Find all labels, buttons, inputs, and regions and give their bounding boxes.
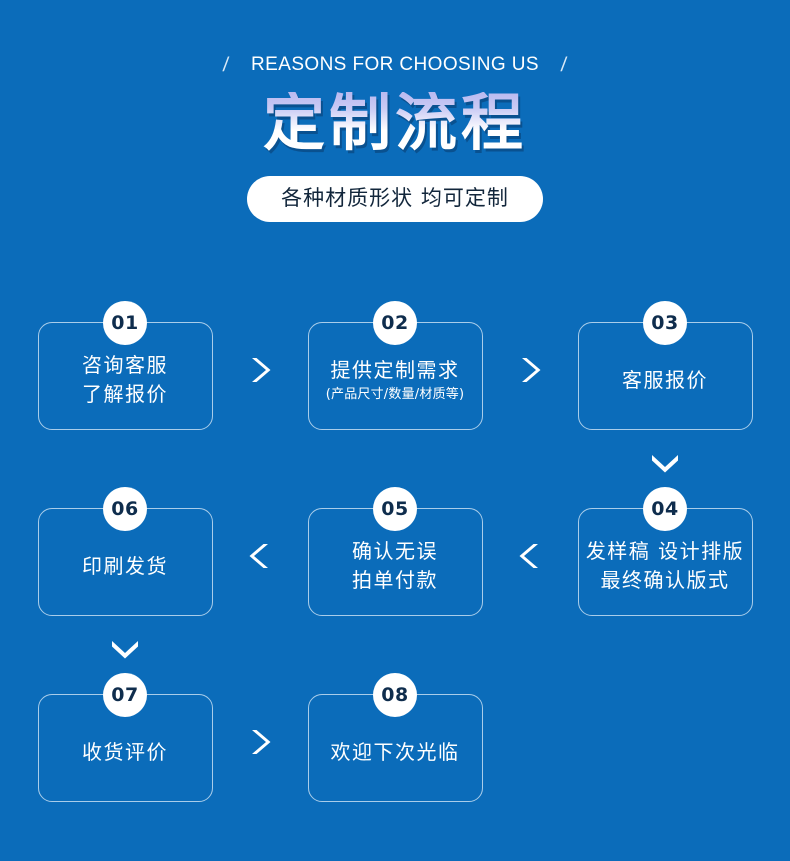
step-line: 欢迎下次光临 <box>330 739 460 764</box>
step-line: 确认无误 <box>352 539 438 563</box>
step-line: 客服报价 <box>622 367 708 392</box>
connector-slot-empty <box>308 626 483 672</box>
arrow-gap-5 <box>213 672 308 812</box>
flow-cell-5: 05 确认无误 拍单付款 <box>307 486 483 616</box>
flow-cell-4: 04 发样稿 设计排版 最终确认版式 <box>577 486 753 616</box>
chevron-left-icon <box>247 541 273 571</box>
step-badge-05: 05 <box>373 487 417 531</box>
connector-spacer <box>213 440 308 486</box>
step-line: 发样稿 设计排版 <box>585 539 745 563</box>
connector-spacer <box>213 626 308 672</box>
flow-cell-6: 06 印刷发货 <box>37 486 213 616</box>
chevron-down-icon <box>109 638 141 660</box>
step-text-08: 欢迎下次光临 <box>331 738 460 767</box>
slash-left-decoration: / <box>222 54 231 76</box>
arrow-gap-3 <box>213 486 308 626</box>
step-text-02: 提供定制需求 (产品尺寸/数量/材质等) <box>326 356 465 405</box>
eyebrow-row: / REASONS FOR CHOOSING US / <box>0 52 790 78</box>
header: / REASONS FOR CHOOSING US / 定制流程 各种材质形状 … <box>0 0 790 223</box>
step-card-06[interactable]: 06 印刷发货 <box>37 487 213 616</box>
chevron-right-icon <box>247 727 273 757</box>
flow-cell-8: 08 欢迎下次光临 <box>307 672 483 802</box>
step-badge-03: 03 <box>643 301 687 345</box>
step-text-05: 确认无误 拍单付款 <box>352 537 438 595</box>
step-card-02[interactable]: 02 提供定制需求 (产品尺寸/数量/材质等) <box>307 301 483 430</box>
arrow-gap-empty <box>483 672 578 812</box>
step-subtext: (产品尺寸/数量/材质等) <box>325 386 465 402</box>
step-badge-04: 04 <box>643 487 687 531</box>
flow-row-2: 06 印刷发货 05 确认无误 拍单付款 <box>0 486 790 626</box>
step-badge-07: 07 <box>103 673 147 717</box>
flow-row-1: 01 咨询客服 了解报价 02 提供定制需求 (产品尺寸/数量/材质等) <box>0 300 790 440</box>
chevron-right-icon <box>247 355 273 385</box>
flow-connector-row-2 <box>0 626 790 672</box>
subtitle-pill: 各种材质形状 均可定制 <box>247 176 543 223</box>
step-text-03: 客服报价 <box>622 366 708 395</box>
subtitle-pill-wrap: 各种材质形状 均可定制 <box>0 176 790 223</box>
arrow-gap-1 <box>213 300 308 440</box>
step-line: 拍单付款 <box>352 568 438 592</box>
chevron-down-icon <box>649 452 681 474</box>
connector-slot-empty <box>38 440 213 486</box>
step-card-03[interactable]: 03 客服报价 <box>577 301 753 430</box>
step-text-07: 收货评价 <box>82 738 168 767</box>
arrow-gap-4 <box>483 486 578 626</box>
step-badge-02: 02 <box>373 301 417 345</box>
step-card-05[interactable]: 05 确认无误 拍单付款 <box>307 487 483 616</box>
flow-connector-row-1 <box>0 440 790 486</box>
connector-slot-empty <box>578 626 753 672</box>
flow-cell-2: 02 提供定制需求 (产品尺寸/数量/材质等) <box>307 300 483 430</box>
slash-right-decoration: / <box>559 54 568 76</box>
step-badge-06: 06 <box>103 487 147 531</box>
step-text-06: 印刷发货 <box>82 552 168 581</box>
step-line: 最终确认版式 <box>600 568 730 592</box>
step-text-01: 咨询客服 了解报价 <box>82 351 168 409</box>
step-card-04[interactable]: 04 发样稿 设计排版 最终确认版式 <box>577 487 753 616</box>
chevron-left-icon <box>517 541 543 571</box>
arrow-gap-2 <box>483 300 578 440</box>
step-card-07[interactable]: 07 收货评价 <box>37 673 213 802</box>
eyebrow-text: REASONS FOR CHOOSING US <box>251 54 539 75</box>
page-title: 定制流程 <box>0 92 790 154</box>
chevron-right-icon <box>517 355 543 385</box>
step-line: 提供定制需求 <box>330 357 460 382</box>
connector-spacer <box>483 626 578 672</box>
connector-slot-empty <box>308 440 483 486</box>
step-badge-01: 01 <box>103 301 147 345</box>
step-badge-08: 08 <box>373 673 417 717</box>
step-text-04: 发样稿 设计排版 最终确认版式 <box>586 537 744 595</box>
step-line: 收货评价 <box>82 739 168 764</box>
process-flow: 01 咨询客服 了解报价 02 提供定制需求 (产品尺寸/数量/材质等) <box>0 300 790 812</box>
flow-cell-7: 07 收货评价 <box>37 672 213 802</box>
connector-spacer <box>483 440 578 486</box>
step-line: 了解报价 <box>82 382 168 406</box>
flow-row-3: 07 收货评价 08 欢迎下次光临 <box>0 672 790 812</box>
step-line: 印刷发货 <box>82 553 168 578</box>
connector-slot-down-06 <box>38 626 213 672</box>
flow-cell-1: 01 咨询客服 了解报价 <box>37 300 213 430</box>
step-line: 咨询客服 <box>82 353 168 377</box>
step-card-08[interactable]: 08 欢迎下次光临 <box>307 673 483 802</box>
step-card-01[interactable]: 01 咨询客服 了解报价 <box>37 301 213 430</box>
flow-cell-3: 03 客服报价 <box>577 300 753 430</box>
connector-slot-down-03 <box>578 440 753 486</box>
